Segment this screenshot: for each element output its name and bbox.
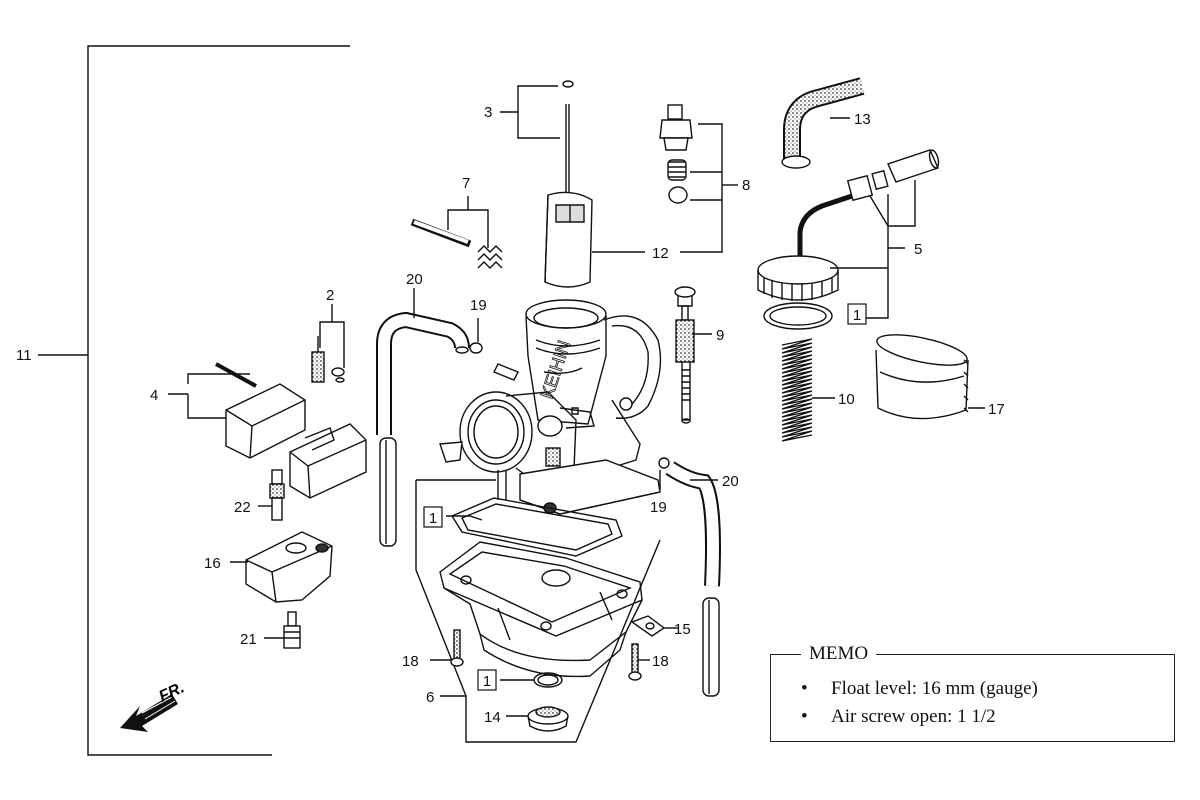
callout-4: 4 — [150, 387, 158, 404]
svg-text:1: 1 — [483, 673, 491, 690]
callout-12: 12 — [652, 245, 669, 262]
vent-tube — [781, 77, 865, 169]
svg-text:KEIHIN: KEIHIN — [537, 338, 575, 401]
boxed-callout-1-bowl-gasket: 1 — [423, 506, 443, 528]
memo-box: MEMO • Float level: 16 mm (gauge) • Air sc… — [770, 643, 1175, 742]
float-valve — [311, 336, 345, 383]
callout-16: 16 — [204, 555, 221, 572]
bowl-screw-left — [450, 629, 464, 667]
boxed-callout-1-cap-seal: 1 — [847, 303, 867, 325]
pilot-jet — [283, 611, 301, 649]
callout-21: 21 — [240, 631, 257, 648]
throttle-stop-screw — [410, 218, 503, 269]
throttle-valve-spring — [781, 338, 813, 442]
callout-3: 3 — [484, 104, 492, 121]
main-jet — [269, 469, 285, 521]
callout-5: 5 — [914, 241, 922, 258]
starter-plunger-set — [659, 104, 693, 204]
drain-plug — [527, 672, 569, 732]
svg-text:1: 1 — [429, 510, 437, 527]
callout-13: 13 — [854, 111, 871, 128]
assembly-bracket — [87, 45, 350, 756]
callout-19-upper: 19 — [470, 297, 487, 314]
air-funnel-band — [875, 334, 969, 420]
callout-2: 2 — [326, 287, 334, 304]
bowl-screw-right — [628, 643, 642, 681]
memo-item: • Air screw open: 1 1/2 — [801, 703, 1038, 731]
callout-17: 17 — [988, 401, 1005, 418]
bullet-icon: • — [801, 706, 808, 727]
callout-18-right: 18 — [652, 653, 669, 670]
callout-6: 6 — [426, 689, 434, 706]
memo-item: • Float level: 16 mm (gauge) — [801, 675, 1038, 703]
callout-20-upper: 20 — [406, 271, 423, 288]
callout-7: 7 — [462, 175, 470, 192]
callout-9: 9 — [716, 327, 724, 344]
air-screw-assembly — [674, 286, 696, 424]
callout-22: 22 — [234, 499, 251, 516]
vent-tube-right — [665, 461, 721, 697]
jet-needle — [562, 80, 574, 197]
boxed-callout-1-oring: 1 — [477, 669, 497, 691]
callout-18-left: 18 — [402, 653, 419, 670]
callout-19-lower: 19 — [650, 499, 667, 516]
bullet-icon: • — [801, 678, 808, 699]
callout-10: 10 — [838, 391, 855, 408]
carburetor-body: KEIHIN — [439, 299, 662, 515]
svg-text:1: 1 — [853, 307, 861, 324]
callout-15: 15 — [674, 621, 691, 638]
float-bowl — [439, 541, 643, 678]
callout-20-lower: 20 — [722, 473, 739, 490]
top-cap-assembly — [757, 149, 940, 330]
drain-plate — [630, 615, 666, 637]
callout-8: 8 — [742, 177, 750, 194]
float-bowl-baffle — [245, 531, 333, 603]
callout-11: 11 — [16, 347, 32, 364]
vent-tube-left — [376, 311, 470, 547]
clip-19-lower — [658, 457, 670, 490]
bowl-gasket — [450, 497, 623, 557]
memo-list: • Float level: 16 mm (gauge) • Air screw o… — [801, 675, 1038, 731]
memo-item-text: Air screw open: 1 1/2 — [831, 706, 996, 727]
clip-19-upper — [469, 318, 483, 354]
memo-title: MEMO — [801, 643, 877, 665]
throttle-valve — [544, 191, 593, 288]
callout-14: 14 — [484, 709, 501, 726]
front-arrow-icon — [120, 694, 178, 732]
float — [215, 362, 367, 499]
memo-item-text: Float level: 16 mm (gauge) — [831, 678, 1038, 699]
front-direction-label: FR. — [157, 679, 188, 705]
